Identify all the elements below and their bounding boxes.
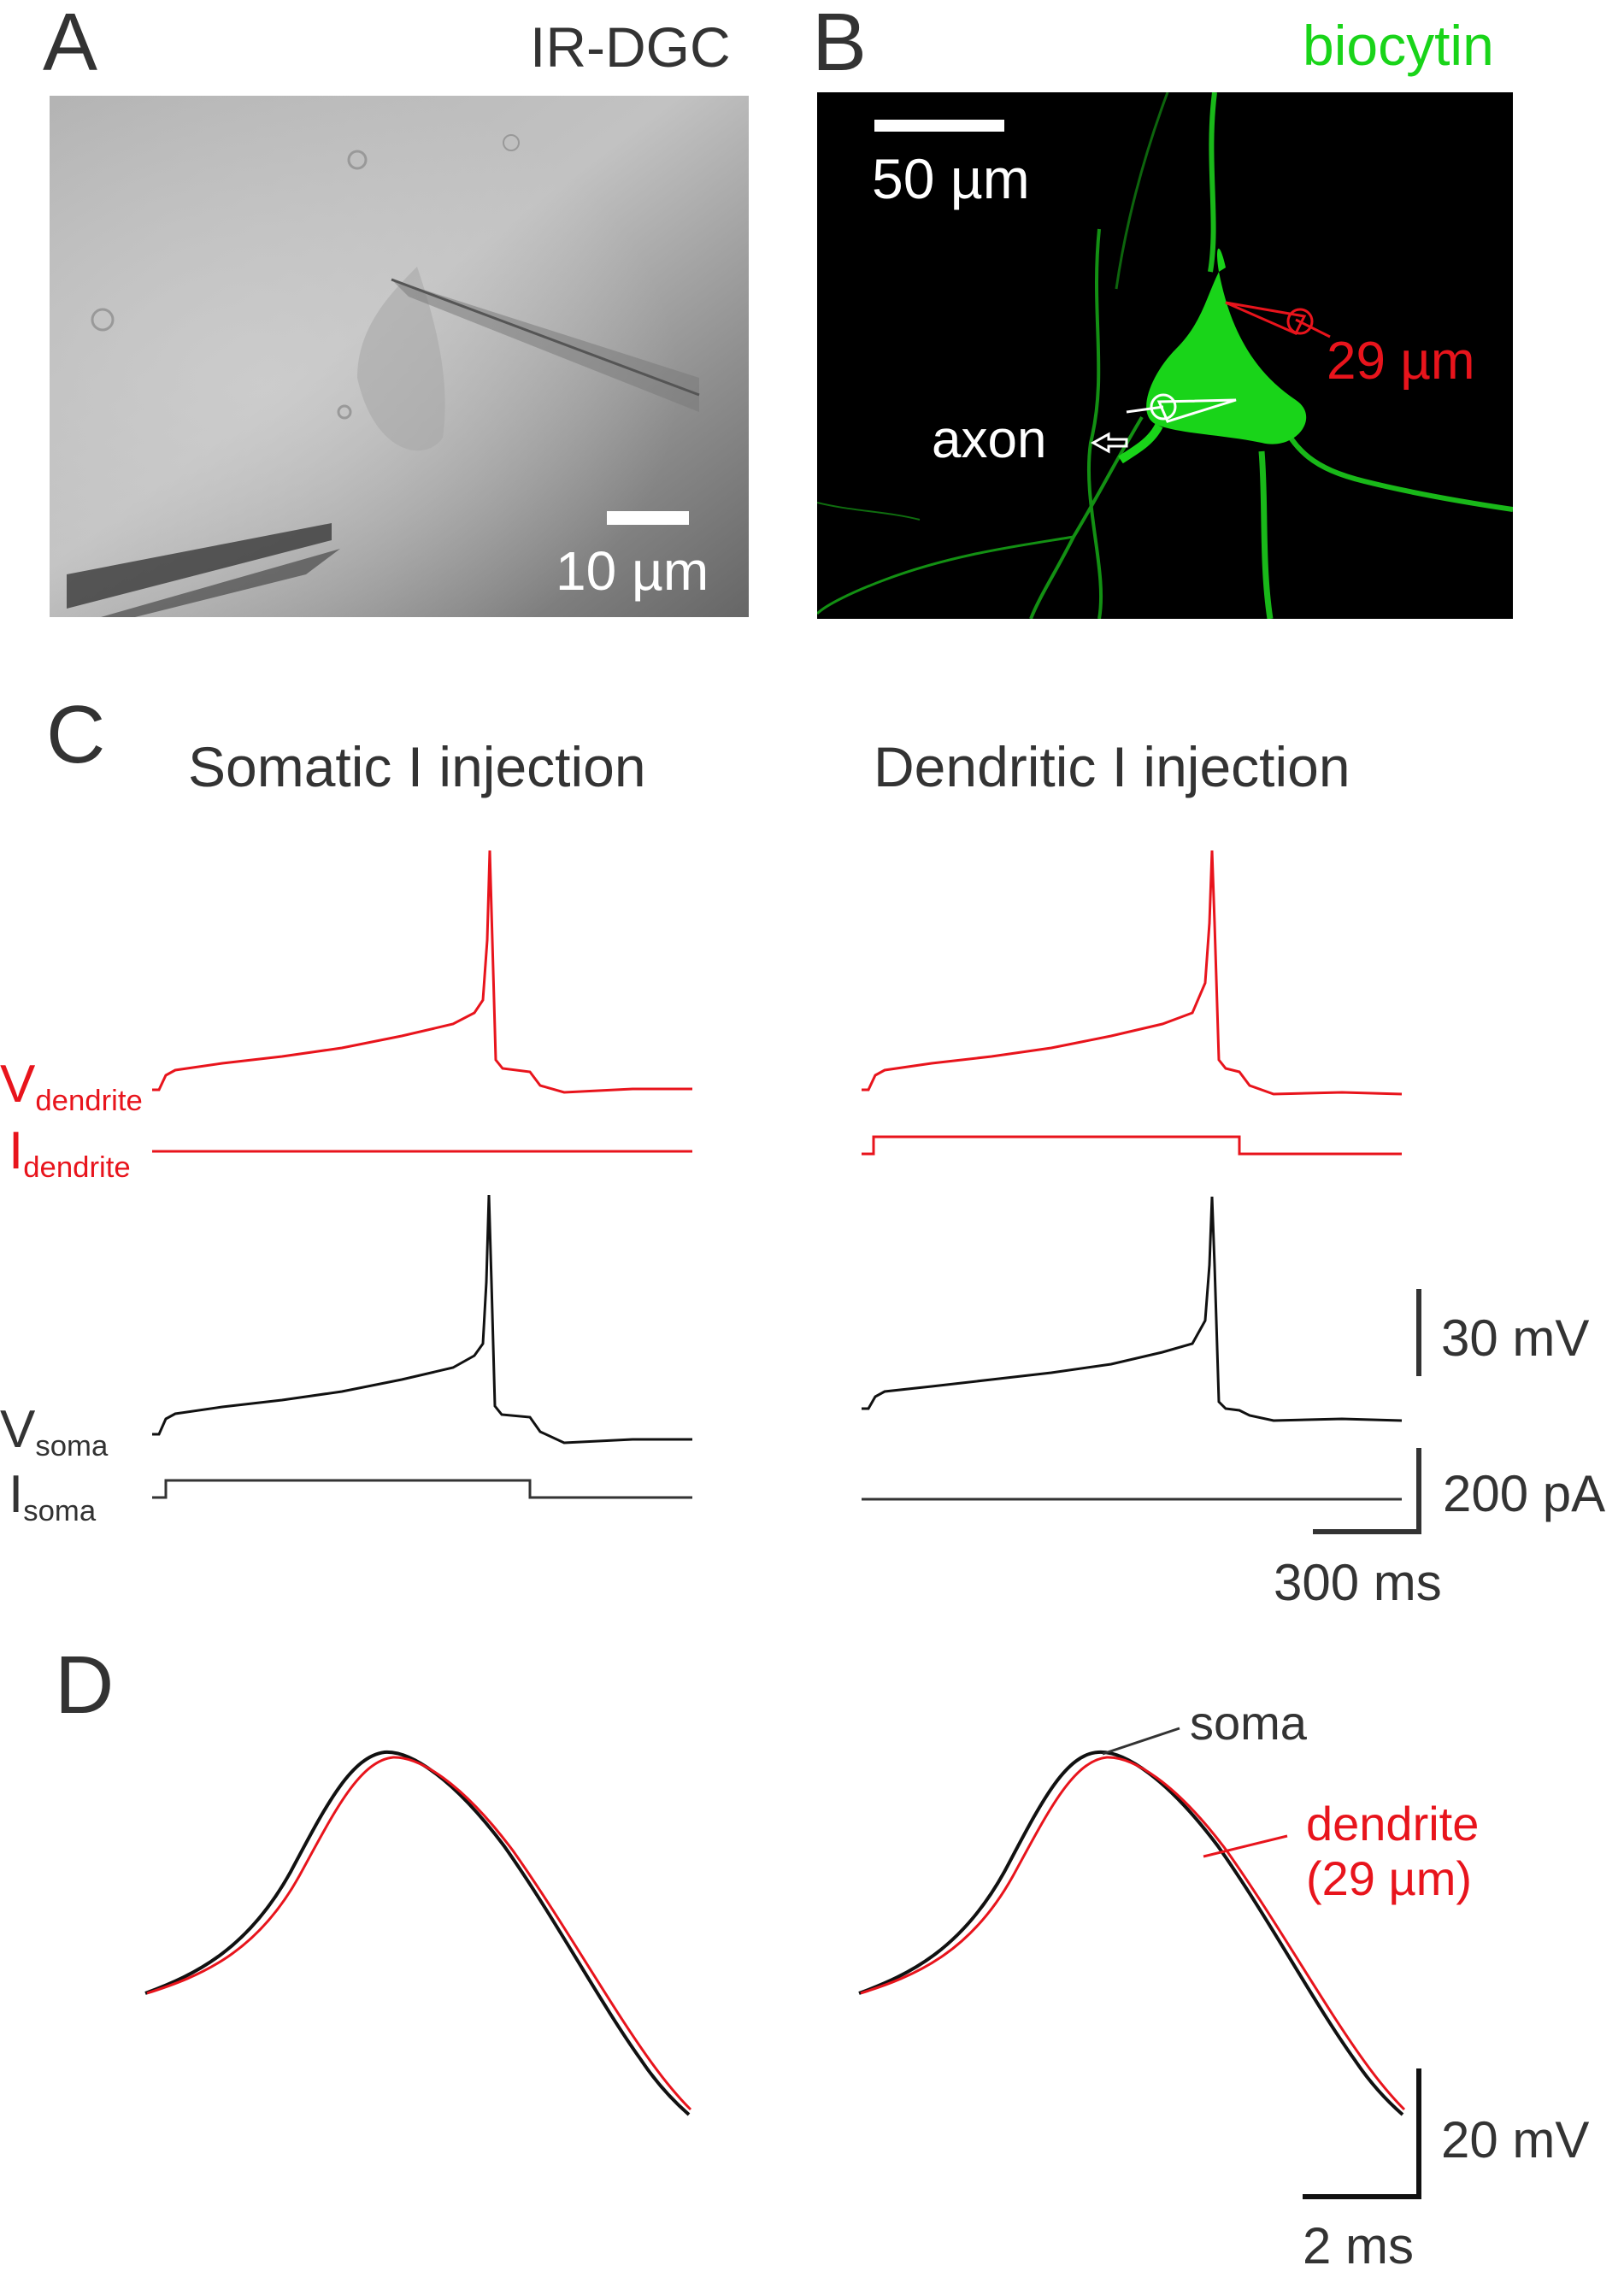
v-soma-main: V bbox=[0, 1400, 36, 1459]
v-dendrite-label: Vdendrite bbox=[0, 1055, 143, 1116]
v-soma-sub: soma bbox=[35, 1429, 109, 1462]
panel-a-label: IR-DGC bbox=[530, 15, 731, 79]
somatic-i-soma-trace bbox=[152, 1479, 692, 1499]
soma-callout-line bbox=[1102, 1727, 1180, 1756]
soma-label: soma bbox=[1190, 1696, 1307, 1750]
biocytin-image bbox=[817, 92, 1513, 619]
panel-c-traces bbox=[152, 850, 1421, 1534]
left-ap-soma-trace bbox=[144, 1750, 691, 2116]
panel-c-current-time-scale-bar bbox=[1313, 1448, 1421, 1534]
v-dendrite-main: V bbox=[0, 1055, 36, 1114]
panel-d-voltage-scale-label: 20 mV bbox=[1441, 2111, 1590, 2168]
axon-label: axon bbox=[932, 410, 1047, 469]
dendrite-distance-label: (29 µm) bbox=[1306, 1851, 1473, 1905]
somatic-v-soma-trace bbox=[152, 1194, 692, 1445]
v-soma-label: Vsoma bbox=[0, 1400, 108, 1462]
dendritic-title: Dendritic I injection bbox=[874, 735, 1350, 798]
somatic-title: Somatic I injection bbox=[188, 735, 646, 798]
panel-c-time-scale-label: 300 ms bbox=[1274, 1554, 1442, 1611]
i-dendrite-main: I bbox=[9, 1121, 24, 1180]
panel-c-current-scale-label: 200 pA bbox=[1443, 1465, 1606, 1522]
i-dendrite-sub: dendrite bbox=[23, 1150, 131, 1184]
panel-b-label: biocytin bbox=[1303, 14, 1494, 77]
somatic-v-dendrite-trace bbox=[152, 850, 692, 1094]
panel-a-scale-label: 10 µm bbox=[556, 540, 709, 602]
ir-dgc-image bbox=[50, 96, 749, 617]
right-ap-dendrite-trace bbox=[860, 1756, 1406, 2111]
panel-d-scale-bar bbox=[1303, 2068, 1421, 2199]
panel-a-letter: A bbox=[43, 0, 98, 88]
i-soma-main: I bbox=[9, 1465, 24, 1524]
panel-d-letter: D bbox=[55, 1639, 115, 1731]
dendrite-callout-line bbox=[1203, 1834, 1288, 1858]
panel-b-scale-label: 50 µm bbox=[872, 147, 1030, 210]
panel-d-time-scale-label: 2 ms bbox=[1303, 2217, 1415, 2274]
panel-c-letter: C bbox=[46, 689, 106, 780]
distance-label: 29 µm bbox=[1327, 332, 1475, 391]
panel-b-letter: B bbox=[812, 0, 868, 88]
v-dendrite-sub: dendrite bbox=[35, 1084, 143, 1117]
i-dendrite-label: Idendrite bbox=[9, 1125, 131, 1183]
i-soma-sub: soma bbox=[23, 1494, 97, 1527]
panel-d-traces bbox=[144, 1727, 1421, 2199]
dendritic-v-dendrite-trace bbox=[862, 850, 1403, 1096]
left-ap-dendrite-trace bbox=[146, 1756, 692, 2111]
dendrite-label: dendrite bbox=[1306, 1797, 1480, 1851]
dendritic-v-soma-trace bbox=[862, 1196, 1403, 1422]
panel-c-voltage-scale-label: 30 mV bbox=[1441, 1309, 1590, 1367]
dendritic-i-dendrite-trace bbox=[862, 1135, 1402, 1156]
i-soma-label: Isoma bbox=[9, 1465, 96, 1527]
